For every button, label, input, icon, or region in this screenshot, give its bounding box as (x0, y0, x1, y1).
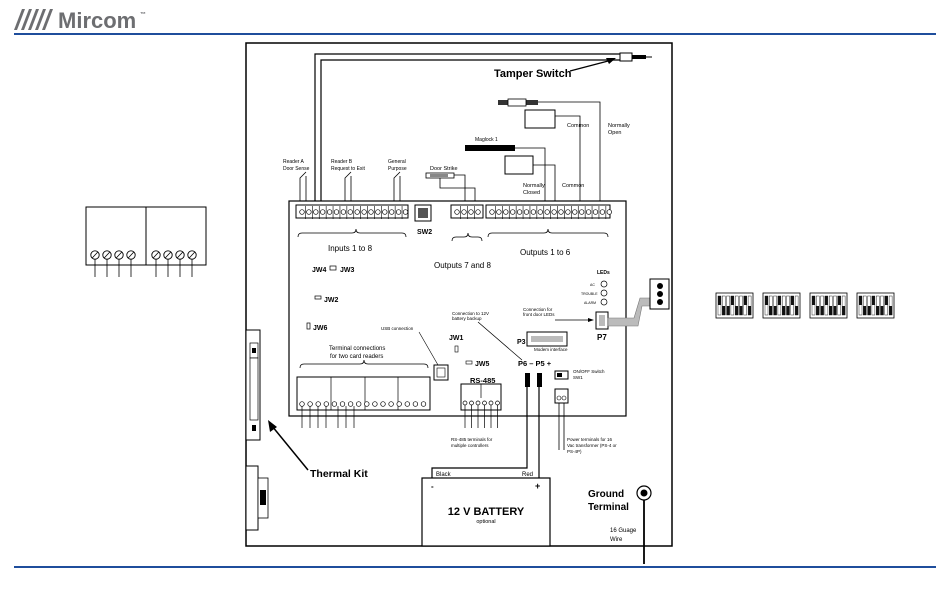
battery: - + 12 V BATTERY optional (421, 477, 551, 547)
onoff-label-2: SW1 (573, 375, 583, 380)
input-switches: Reader A Door Sense Reader B Request to … (283, 159, 407, 205)
inputs-label: Inputs 1 to 8 (328, 244, 373, 253)
outputs-7-8-label: Outputs 7 and 8 (434, 261, 491, 270)
ground-terminal: Ground Terminal 16 Guage Wire (588, 485, 652, 564)
front-door-leds-label-2: front door LEDs (523, 312, 555, 317)
sw2-label: SW2 (417, 229, 432, 236)
maglock-label: Maglock 1 (475, 137, 498, 143)
p7-label: P7 (597, 333, 607, 342)
gauge-label: 16 Guage (610, 528, 637, 534)
battery-minus: - (431, 482, 434, 491)
jw4-label: JW4 (312, 267, 327, 274)
reader-b-label-2: Request to Exit (331, 166, 366, 172)
dip-switch-groups (715, 292, 895, 319)
p5-terminal (537, 373, 542, 387)
rs485-terminals-label: RS-485 terminals for (451, 437, 493, 442)
led-alarm-label: ALARM (584, 301, 596, 305)
footer-rule (14, 566, 936, 568)
common-label-mid: Common (562, 183, 584, 189)
led-ac-label: AC (590, 283, 595, 287)
normally-open-label-2: Open (608, 130, 621, 136)
reader-a-label-2: Door Sense (283, 166, 310, 172)
tamper-switch: Tamper Switch (314, 52, 652, 205)
front-door-leds-label: Connection for (523, 307, 553, 312)
outputs-1-6-label: Outputs 1 to 6 (520, 248, 571, 257)
door-strike: Door Strike (425, 166, 476, 205)
battery-label: 12 V BATTERY (448, 506, 525, 518)
normally-closed-label: Normally (523, 183, 545, 189)
battery-optional-label: optional (476, 519, 495, 525)
power-terminals-label-3: PS-4P) (567, 449, 582, 454)
header-rule (14, 33, 936, 35)
red-wire-label: Red (522, 472, 533, 478)
sw2-dip-switch: SW2 (414, 204, 432, 236)
thermal-kit-label: Thermal Kit (310, 468, 368, 480)
normally-open-label: Normally (608, 123, 630, 129)
power-terminals-label-2: Vac transformer (PS-4 or (567, 443, 617, 448)
jw1-label: JW1 (449, 335, 464, 342)
p6-p5-label: P6 – P5 + (518, 359, 552, 368)
p3-label: P3 (517, 339, 526, 346)
outputs-7-8-terminal-block (450, 204, 484, 219)
brand-name: Mircom (58, 8, 136, 33)
ground-label-2: Terminal (588, 502, 629, 513)
relay-module-left (85, 206, 207, 277)
led-trouble-label: TROUBLE (581, 292, 598, 296)
jw3-label: JW3 (340, 267, 355, 274)
reader-a-label: Reader A (283, 159, 305, 165)
brand-trademark: ™ (140, 11, 146, 18)
card-reader-terminal-block (296, 376, 431, 428)
normally-closed-label-2: Closed (523, 190, 540, 196)
power-terminal-block (554, 388, 569, 404)
battery-plus: + (535, 481, 540, 491)
jw5-label: JW5 (475, 361, 490, 368)
input-terminal-block (295, 204, 409, 219)
power-terminals-label: Power terminals for 16 (567, 437, 613, 442)
p7-connector: Connection for front door LEDs P7 (523, 278, 670, 342)
tamper-switch-label: Tamper Switch (494, 68, 572, 80)
reader-b-label: Reader B (331, 159, 353, 165)
battery-connection-label: Connection to 12V (452, 311, 489, 316)
black-wire-label: Black (436, 472, 452, 478)
jw6-label: JW6 (313, 325, 328, 332)
logo-mark-icon (14, 9, 53, 30)
card-reader-terminals-label-2: for two card readers (330, 354, 383, 360)
onoff-label: ON/OFF Switch (573, 369, 605, 374)
gauge-label-2: Wire (610, 537, 623, 543)
status-leds: LEDs AC TROUBLE ALARM (581, 270, 610, 306)
rs485-terminal-block (460, 383, 502, 428)
thermal-kit: Thermal Kit (245, 329, 368, 531)
common-label-top: Common (567, 123, 589, 129)
outputs-1-6-terminal-block (485, 204, 612, 219)
ground-label: Ground (588, 489, 624, 500)
maglock: Maglock 1 Normally Closed Common (465, 137, 584, 205)
leds-label: LEDs (597, 270, 610, 276)
battery-connection-label-2: battery backup (452, 316, 482, 321)
rs485-label: RS-485 (470, 376, 495, 385)
usb-label: USB connection (381, 326, 414, 331)
general-purpose-label-2: Purpose (388, 166, 407, 172)
relay-normally-open: Common Normally Open (498, 98, 630, 205)
mircom-logo: Mircom ™ (14, 8, 146, 33)
p6-terminal (525, 373, 530, 387)
card-reader-terminals-label: Terminal connections (329, 346, 385, 352)
general-purpose-label: General (388, 159, 406, 165)
door-strike-label: Door Strike (430, 166, 458, 172)
modem-label: Modem interface (534, 347, 568, 352)
rs485-terminals-label-2: multiple controllers (451, 443, 489, 448)
jw2-label: JW2 (324, 297, 339, 304)
